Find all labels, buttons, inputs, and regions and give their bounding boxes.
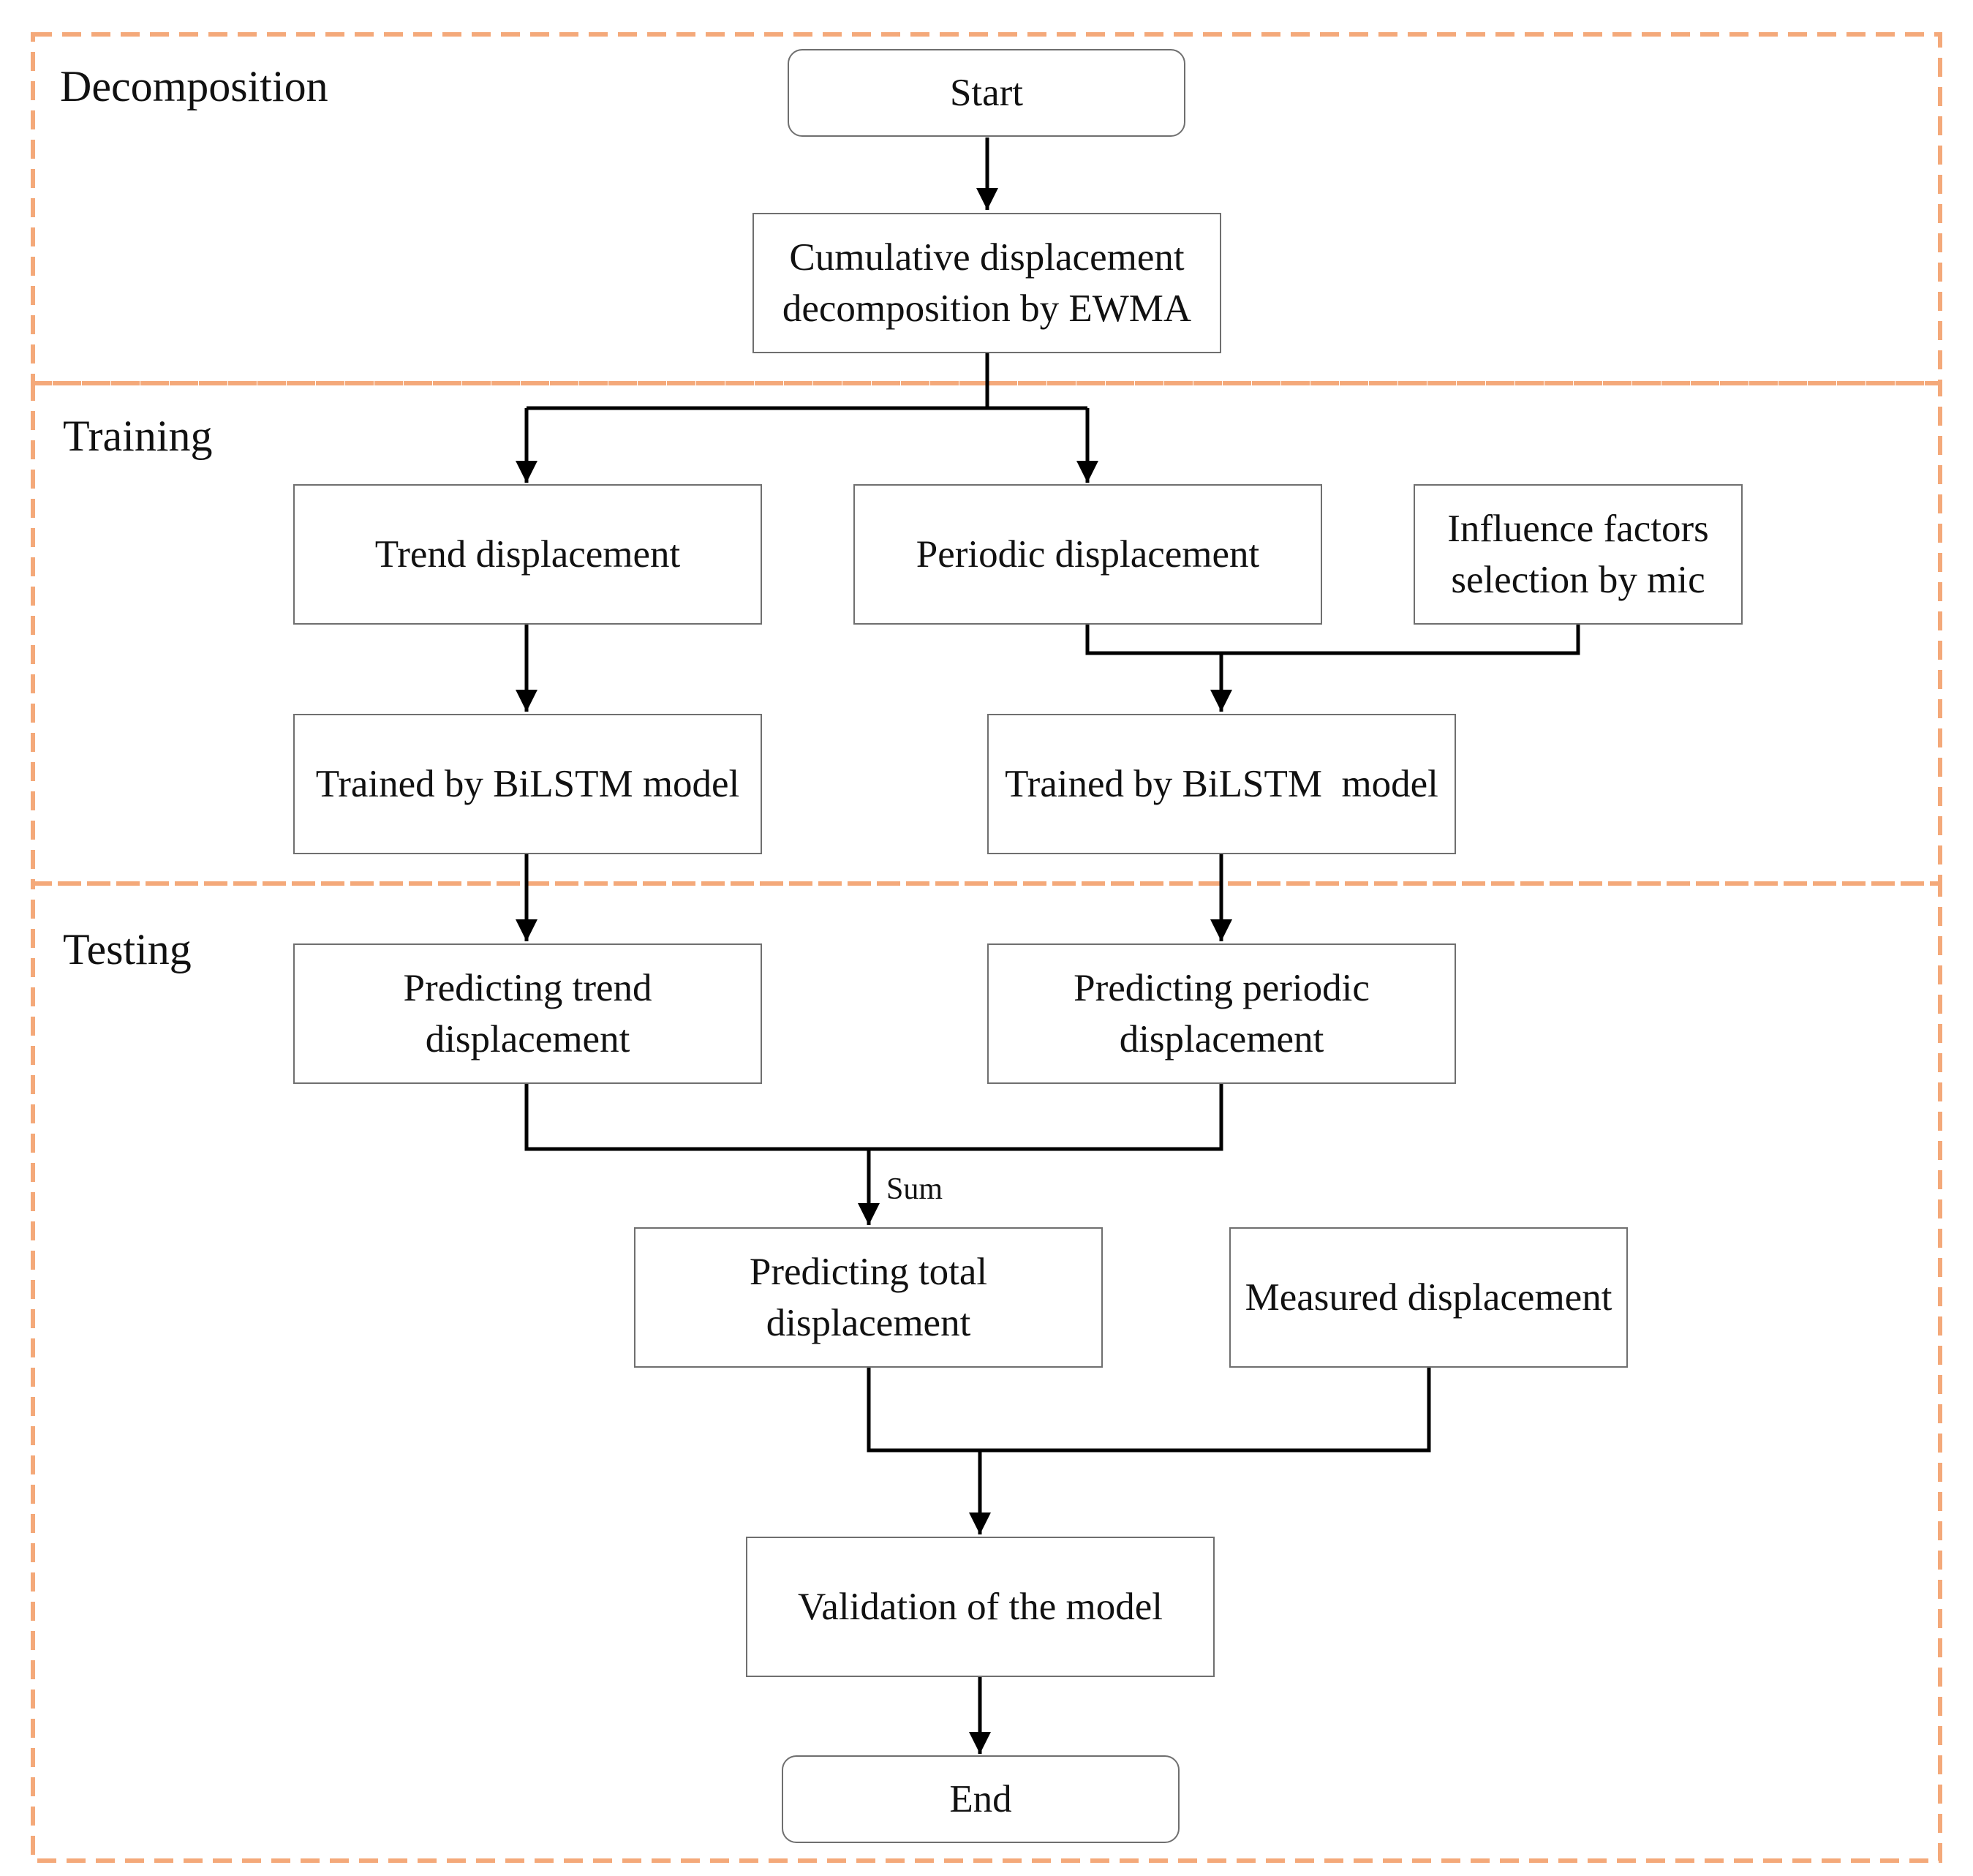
periodic-label: Periodic displacement (916, 533, 1260, 576)
trend-displacement-node: Trend displacement (293, 484, 762, 625)
measured-displacement-node: Measured displacement (1229, 1227, 1628, 1368)
predict-total-line2: displacement (766, 1302, 971, 1344)
testing-section-frame (31, 881, 1942, 1863)
section-label-training: Training (63, 412, 213, 460)
trained-periodic-node: Trained by BiLSTM model (987, 714, 1456, 854)
predict-trend-node: Predicting trend displacement (293, 943, 762, 1084)
sum-label: Sum (886, 1172, 943, 1206)
predict-total-line1: Predicting total (749, 1251, 988, 1293)
cumulative-label-line2: decomposition by EWMA (782, 287, 1192, 330)
predict-periodic-node: Predicting periodic displacement (987, 943, 1456, 1084)
predict-trend-line2: displacement (425, 1018, 630, 1061)
split-connector (527, 353, 1087, 410)
periodic-displacement-node: Periodic displacement (853, 484, 1322, 625)
influence-factors-node: Influence factors selection by mic (1414, 484, 1743, 625)
predict-total-node: Predicting total displacement (634, 1227, 1103, 1368)
periodic-influence-merge (1085, 624, 1580, 655)
end-label: End (949, 1778, 1012, 1820)
section-label-testing: Testing (63, 925, 192, 973)
predict-trend-line1: Predicting trend (403, 967, 652, 1009)
cumulative-label-line1: Cumulative displacement (789, 236, 1185, 279)
influence-label-line1: Influence factors (1447, 508, 1709, 550)
trained-periodic-label: Trained by BiLSTM model (1005, 763, 1438, 805)
sum-merge-connector (524, 1083, 1223, 1151)
validation-label: Validation of the model (798, 1586, 1163, 1628)
predict-periodic-line1: Predicting periodic (1074, 967, 1370, 1009)
end-node: End (782, 1755, 1180, 1843)
measured-label: Measured displacement (1245, 1276, 1612, 1319)
predict-periodic-line2: displacement (1119, 1018, 1324, 1061)
decomposition-section-frame (31, 32, 1942, 385)
trained-trend-label: Trained by BiLSTM model (315, 763, 740, 805)
start-node: Start (788, 49, 1185, 137)
influence-label-line2: selection by mic (1451, 559, 1705, 601)
start-label: Start (949, 72, 1024, 114)
section-label-decomposition: Decomposition (60, 62, 328, 110)
trend-label: Trend displacement (374, 533, 681, 576)
cumulative-decomposition-node: Cumulative displacement decomposition by… (752, 213, 1221, 353)
validation-node: Validation of the model (746, 1537, 1215, 1677)
trained-trend-node: Trained by BiLSTM model (293, 714, 762, 854)
validation-merge-connector (867, 1367, 1431, 1453)
